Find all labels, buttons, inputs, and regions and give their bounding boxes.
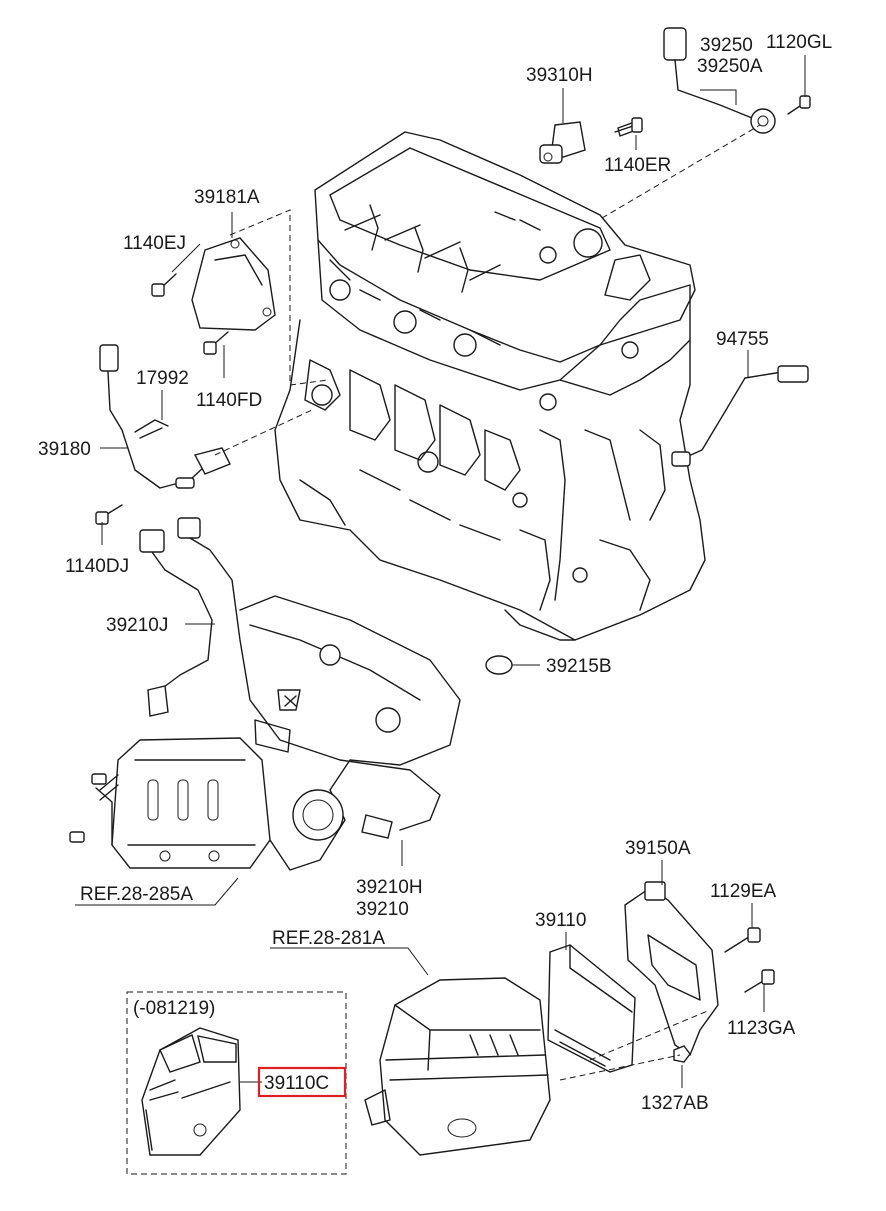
bolt-1140FD — [203, 331, 229, 355]
knock-sensor — [663, 27, 776, 134]
bolt-1129EA — [724, 927, 761, 953]
crank-position-sensor — [99, 344, 231, 489]
bolt-1140DJ — [95, 504, 123, 525]
label-94755: 94755 — [716, 329, 769, 350]
exhaust-manifold — [239, 595, 461, 871]
label-39250: 39250 — [700, 35, 753, 56]
label-39210J: 39210J — [106, 615, 168, 636]
air-cleaner — [364, 977, 551, 1156]
sensor-bracket-39181A — [191, 237, 276, 331]
leader-lines — [75, 55, 806, 1088]
nut-1327AB — [673, 1045, 691, 1063]
label-39150A: 39150A — [625, 838, 691, 859]
label-1140DJ: 1140DJ — [65, 556, 129, 577]
label-1129EA: 1129EA — [710, 881, 777, 902]
label-39180: 39180 — [38, 439, 91, 460]
label-17992: 17992 — [136, 368, 189, 389]
label-39210: 39210 — [356, 899, 409, 920]
bolt-1140ER — [614, 117, 643, 137]
clip-17992 — [134, 419, 169, 439]
label-39310H: 39310H — [526, 65, 593, 86]
bolt-1123GA — [744, 969, 775, 993]
catalytic-converter — [69, 737, 271, 869]
label-inset-date: (-081219) — [133, 998, 215, 1019]
label-39110: 39110 — [535, 910, 586, 931]
inset-panel — [126, 991, 347, 1175]
label-39215B: 39215B — [546, 656, 612, 677]
label-39250A: 39250A — [697, 56, 763, 77]
label-1140ER: 1140ER — [604, 155, 671, 176]
cam-position-sensor — [539, 121, 586, 164]
label-1140EJ: 1140EJ — [123, 233, 186, 254]
label-1327AB: 1327AB — [641, 1093, 709, 1114]
label-39110C[interactable]: 39110C — [264, 1073, 329, 1094]
oxygen-sensor-downstream — [177, 517, 441, 839]
ecu-39110 — [547, 944, 636, 1073]
label-39181A: 39181A — [194, 187, 260, 208]
label-ref-28-285A: REF.28-285A — [80, 884, 193, 905]
engine-block — [274, 131, 706, 641]
plug-39215B — [485, 655, 513, 675]
bolt-1140EJ — [151, 273, 177, 297]
label-1123GA: 1123GA — [727, 1018, 796, 1039]
ecu-bracket — [624, 881, 719, 1057]
label-1140FD: 1140FD — [196, 390, 262, 411]
label-39210H: 39210H — [356, 877, 423, 898]
label-1120GL: 1120GL — [766, 32, 832, 53]
wiring-harness-94755 — [671, 365, 809, 467]
part-labels: 39250 1120GL 39250A 39310H 1140ER 39181A… — [38, 32, 832, 1114]
label-ref-28-281A: REF.28-281A — [272, 928, 385, 949]
bolt-1120GL — [787, 95, 811, 115]
guide-lines — [214, 124, 761, 1081]
highlight-box — [257, 1066, 347, 1098]
oxygen-sensor-upstream — [139, 529, 213, 717]
